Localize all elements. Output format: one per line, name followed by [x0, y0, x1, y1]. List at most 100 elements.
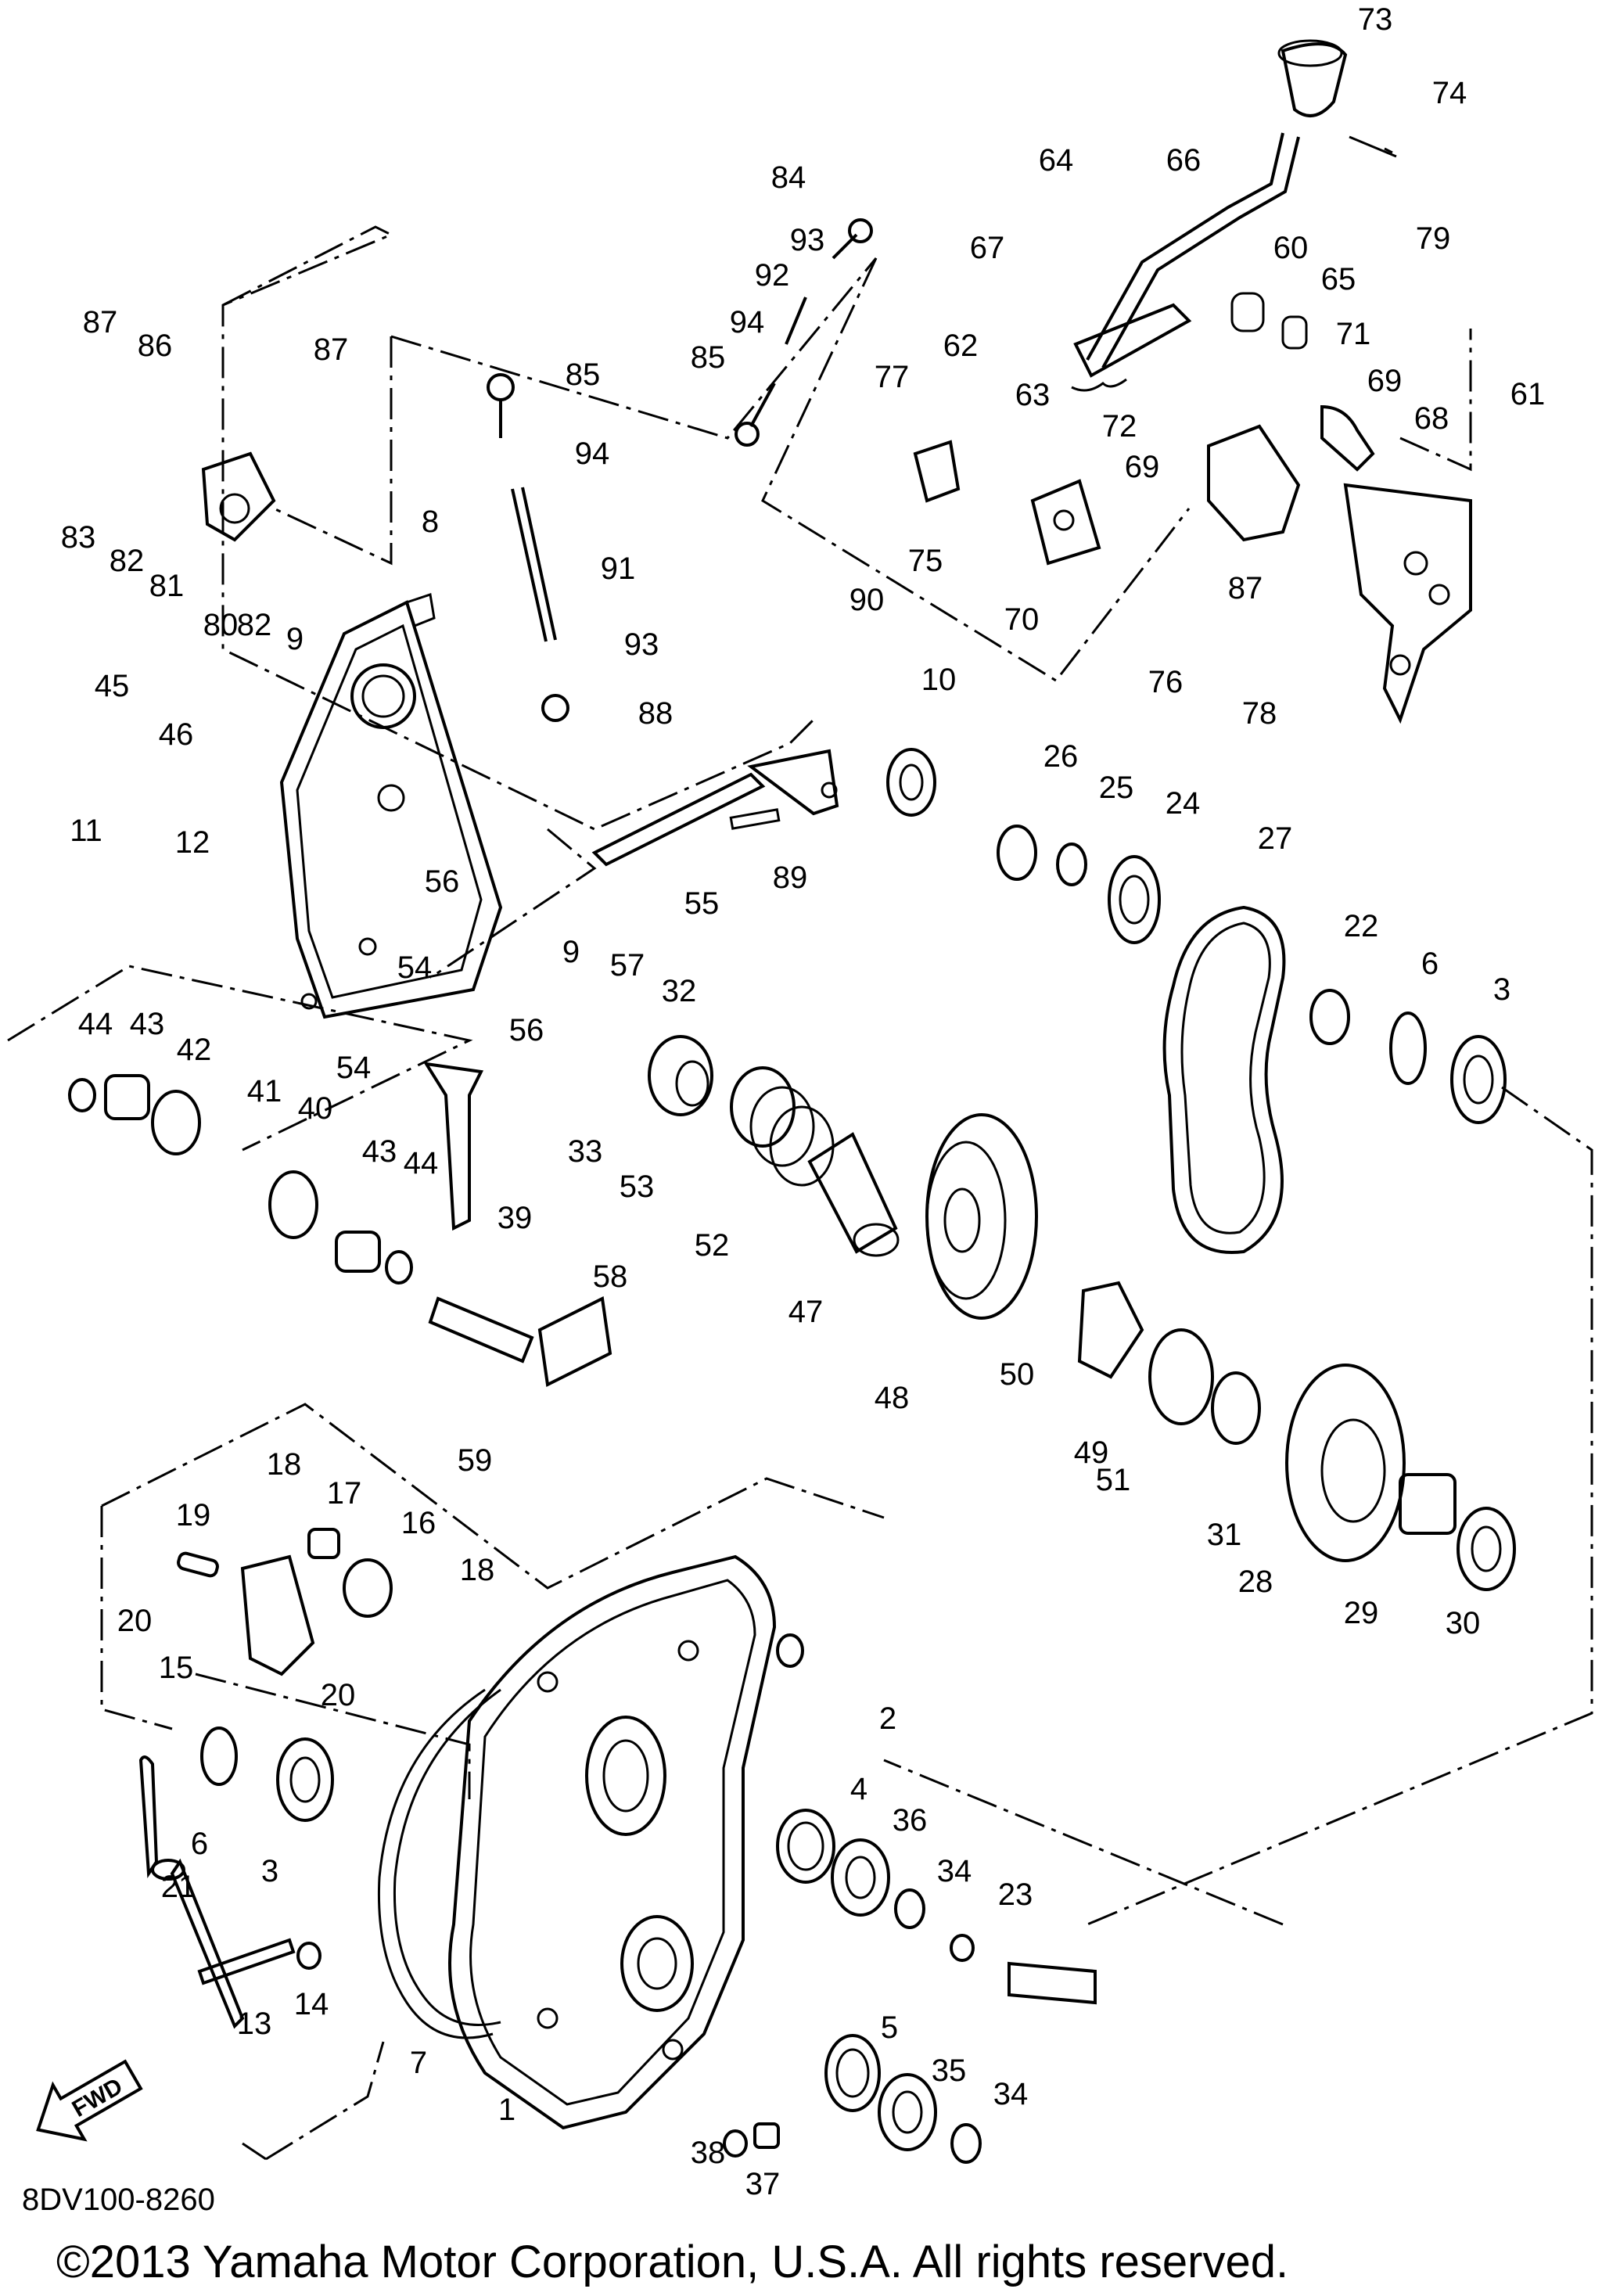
part-number-label: 32 — [662, 974, 697, 1008]
part-number-label: 82 — [237, 608, 272, 642]
part-number-label: 42 — [177, 1033, 212, 1067]
part-number-label: 3 — [261, 1854, 278, 1888]
part-number-label: 63 — [1015, 378, 1051, 412]
part-number-label: 94 — [730, 305, 765, 340]
part-number-label: 20 — [117, 1604, 153, 1638]
part-number-label: 85 — [566, 358, 601, 392]
part-number-label: 16 — [401, 1506, 436, 1540]
part-number-label: 87 — [83, 305, 118, 340]
part-number-label: 84 — [771, 160, 806, 195]
part-number-label: 47 — [788, 1295, 824, 1329]
bearings-and-gears — [68, 748, 1516, 1591]
part-number-label: 24 — [1166, 786, 1201, 821]
part-number-label: 91 — [601, 552, 636, 586]
part-number-label: 77 — [875, 360, 910, 394]
part-number-label: 3 — [1493, 972, 1510, 1007]
part-number-label: 82 — [110, 544, 145, 578]
part-number-label: 20 — [321, 1678, 356, 1712]
shift-lever-assembly — [913, 39, 1472, 724]
part-number-label: 56 — [509, 1013, 544, 1047]
part-number-label: 78 — [1242, 696, 1277, 731]
linkage-rods — [201, 218, 873, 722]
part-number-label: 87 — [1228, 571, 1263, 605]
shift-shaft — [591, 749, 839, 867]
part-number-label: 69 — [1367, 364, 1403, 398]
part-number-label: 29 — [1344, 1596, 1379, 1630]
part-number-label: 58 — [593, 1259, 628, 1294]
part-number-label: 55 — [684, 886, 720, 921]
part-number-label: 9 — [562, 935, 580, 969]
part-number-label: 66 — [1166, 143, 1202, 178]
part-number-label: 49 — [1074, 1435, 1109, 1470]
part-number-label: 48 — [875, 1381, 910, 1415]
part-number-label: 44 — [78, 1007, 113, 1041]
part-number-label: 12 — [175, 825, 210, 860]
part-number-label: 67 — [970, 231, 1005, 265]
part-number-label: 59 — [458, 1443, 493, 1478]
part-number-label: 70 — [1004, 602, 1040, 637]
part-number-label: 71 — [1336, 317, 1371, 351]
part-number-label: 21 — [161, 1870, 196, 1904]
part-number-label: 87 — [314, 332, 349, 367]
assembly-guide-lines — [7, 225, 1593, 2161]
diagram-reference-code: 8DV100-8260 — [22, 2183, 215, 2217]
part-number-label: 2 — [879, 1701, 896, 1736]
part-number-label: 5 — [881, 2010, 898, 2045]
part-number-label: 86 — [138, 329, 173, 363]
part-number-label: 57 — [610, 948, 645, 983]
copyright-notice: ©2013 Yamaha Motor Corporation, U.S.A. A… — [56, 2237, 1289, 2287]
part-number-label: 4 — [850, 1772, 867, 1806]
part-number-label: 60 — [1273, 231, 1309, 265]
part-number-label: 23 — [998, 1877, 1033, 1912]
part-number-label: 7 — [410, 2046, 427, 2080]
part-number-label: 36 — [893, 1803, 928, 1838]
part-number-label: 27 — [1258, 821, 1293, 856]
part-number-label: 15 — [159, 1651, 194, 1685]
part-number-label: 68 — [1414, 401, 1449, 436]
part-number-label: 34 — [937, 1854, 972, 1888]
part-number-label: 56 — [425, 864, 460, 899]
part-number-label: 52 — [695, 1228, 730, 1263]
part-number-label: 73 — [1358, 2, 1393, 37]
part-number-label: 40 — [298, 1091, 333, 1126]
part-number-label: 93 — [790, 223, 825, 257]
part-number-label: 6 — [1421, 947, 1439, 981]
part-number-label: 75 — [908, 544, 943, 578]
part-number-label: 89 — [773, 861, 808, 895]
part-number-label: 31 — [1207, 1518, 1242, 1552]
part-number-label: 94 — [575, 437, 610, 471]
part-number-label: 51 — [1096, 1463, 1131, 1497]
part-number-label: 62 — [943, 329, 979, 363]
part-number-label: 76 — [1148, 665, 1184, 699]
part-number-label: 54 — [336, 1051, 372, 1085]
part-number-label: 9 — [286, 622, 304, 656]
part-number-label: 65 — [1321, 262, 1356, 296]
part-number-label: 80 — [203, 608, 239, 642]
part-number-label: 90 — [849, 583, 885, 617]
part-number-label: 10 — [921, 663, 957, 697]
part-number-label: 83 — [61, 520, 96, 555]
part-number-label: 14 — [294, 1987, 329, 2021]
part-number-label: 41 — [247, 1074, 282, 1108]
part-number-label: 26 — [1043, 739, 1079, 774]
part-number-label: 53 — [620, 1170, 655, 1204]
part-number-label: 92 — [755, 258, 790, 293]
part-number-label: 33 — [568, 1134, 603, 1169]
part-number-label: 64 — [1039, 143, 1074, 178]
part-number-label: 93 — [624, 627, 659, 662]
part-number-label: 19 — [176, 1498, 211, 1532]
part-number-label: 13 — [237, 2007, 272, 2041]
part-number-label: 6 — [191, 1827, 208, 1861]
part-number-label: 8 — [422, 505, 439, 539]
part-number-label: 43 — [130, 1007, 165, 1041]
part-number-label: 50 — [1000, 1357, 1035, 1392]
part-number-label: 38 — [691, 2136, 726, 2170]
part-number-label: 37 — [745, 2167, 781, 2201]
part-number-label: 61 — [1510, 377, 1546, 411]
part-number-label: 88 — [638, 696, 673, 731]
part-number-label: 74 — [1432, 76, 1467, 110]
part-number-label: 30 — [1446, 1606, 1481, 1640]
part-number-label: 1 — [498, 2093, 515, 2127]
